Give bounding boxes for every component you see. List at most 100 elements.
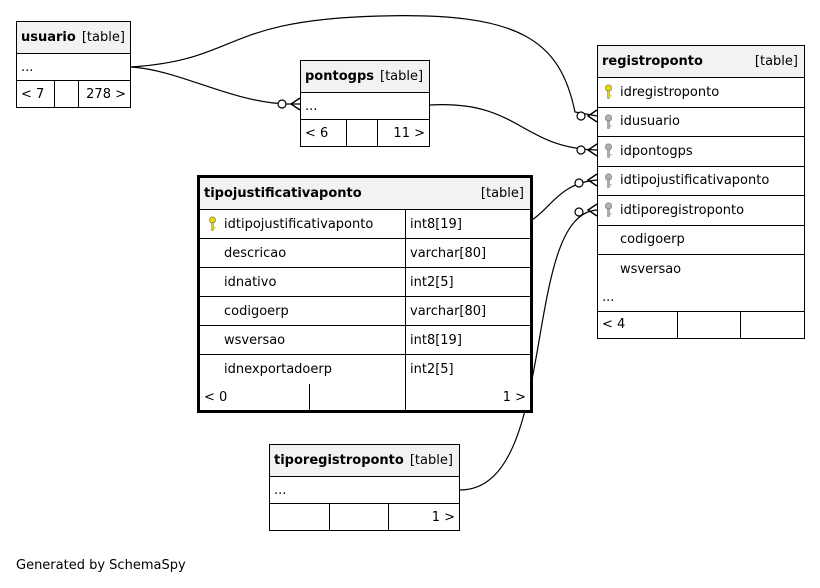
children-count[interactable]: 278 >	[78, 81, 130, 107]
footer-generated-by: Generated by SchemaSpy	[16, 558, 186, 573]
relation-pontogps-registroponto	[429, 104, 598, 151]
column-type: varchar[80]	[405, 239, 512, 267]
column-type: int8[19]	[405, 326, 512, 354]
column-name-cell: idnexportadoerp	[200, 355, 405, 384]
relations-row: < 6 11 >	[301, 120, 429, 146]
table-tag: [table]	[380, 69, 424, 84]
crowfoot-marker	[586, 109, 598, 123]
column-name: idtipojustificativaponto	[620, 173, 770, 189]
table-name: tiporegistroponto	[274, 453, 404, 468]
column-name: codigoerp	[620, 232, 685, 248]
relation-tiporegistroponto-registroponto	[459, 209, 598, 491]
parents-count	[270, 504, 329, 530]
crowfoot-marker	[586, 173, 598, 187]
table-pontogps[interactable]: pontogps [table] ... < 6 11 >	[300, 60, 430, 147]
column-name: wsversao	[620, 262, 682, 278]
relations-mid	[54, 81, 78, 107]
column-row[interactable]: codigoerp	[598, 226, 804, 255]
children-count[interactable]: 11 >	[377, 120, 429, 146]
column-type: int2[5]	[405, 268, 512, 296]
column-row[interactable]: descricao varchar[80]	[200, 239, 530, 268]
column-name: idnativo	[224, 274, 277, 290]
column-name: idregistroponto	[620, 84, 720, 100]
table-tipojustificativaponto[interactable]: tipojustificativaponto [table] idtipojus…	[197, 175, 533, 413]
relations-mid	[309, 384, 405, 410]
table-header: tiporegistroponto [table]	[270, 445, 459, 477]
column-row[interactable]: idtipojustificativaponto int8[19]	[200, 210, 530, 239]
column-row[interactable]: idusuario	[598, 108, 804, 137]
zero-marker	[277, 99, 287, 109]
table-tag: [table]	[754, 54, 798, 69]
column-name: idtiporegistroponto	[620, 202, 745, 218]
zero-marker	[576, 145, 586, 155]
relations-mid	[329, 504, 388, 530]
column-row[interactable]: idtipojustificativaponto	[598, 167, 804, 196]
table-header: pontogps [table]	[301, 61, 429, 93]
relations-mid	[677, 311, 740, 338]
table-header: registroponto [table]	[598, 46, 804, 78]
column-row[interactable]: idtiporegistroponto	[598, 196, 804, 226]
crowfoot-marker	[586, 203, 598, 217]
column-name-cell: codigoerp	[200, 297, 405, 325]
foreign-key-icon	[600, 173, 616, 189]
more-columns-text: ...	[274, 482, 287, 498]
children-count[interactable]: 1 >	[405, 384, 530, 410]
table-tag: [table]	[81, 30, 125, 45]
table-name: pontogps	[305, 69, 374, 84]
foreign-key-icon	[600, 114, 616, 130]
crowfoot-marker	[289, 97, 301, 111]
relations-mid	[346, 120, 377, 146]
column-name: descricao	[224, 245, 287, 261]
children-count[interactable]: 1 >	[388, 504, 459, 530]
more-columns-text: ...	[602, 290, 615, 305]
relations-row: 1 >	[270, 504, 459, 530]
column-name-cell: wsversao	[200, 326, 405, 354]
more-columns-row: ...	[17, 54, 130, 81]
table-registroponto[interactable]: registroponto [table] idregistroponto idu…	[597, 45, 805, 339]
table-name: registroponto	[602, 54, 703, 69]
table-tag: [table]	[409, 453, 453, 468]
primary-key-icon	[204, 216, 220, 232]
zero-marker	[574, 207, 584, 217]
table-name: tipojustificativaponto	[204, 186, 362, 201]
column-name: idtipojustificativaponto	[224, 216, 374, 232]
more-columns-row: ...	[598, 285, 804, 312]
relation-usuario-pontogps	[130, 66, 300, 105]
column-row[interactable]: codigoerp varchar[80]	[200, 297, 530, 326]
more-columns-row: ...	[270, 477, 459, 504]
column-row[interactable]: wsversao int8[19]	[200, 326, 530, 355]
relations-row: < 0 1 >	[200, 384, 530, 410]
parents-count[interactable]: < 7	[21, 86, 45, 102]
column-name: codigoerp	[224, 303, 289, 319]
column-name: wsversao	[224, 332, 286, 348]
column-row[interactable]: idnativo int2[5]	[200, 268, 530, 297]
column-name-cell: idtipojustificativaponto	[200, 210, 405, 238]
parents-count[interactable]: < 4	[602, 317, 626, 332]
zero-marker	[576, 111, 586, 121]
crowfoot-marker	[586, 143, 598, 157]
table-name: usuario	[21, 30, 76, 45]
more-columns-text: ...	[305, 98, 318, 114]
column-row[interactable]: idpontogps	[598, 137, 804, 167]
table-usuario[interactable]: usuario [table] ... < 7 278 >	[16, 21, 131, 108]
table-header: usuario [table]	[17, 22, 130, 54]
parents-count: < 0	[204, 389, 228, 405]
column-name: idpontogps	[620, 143, 693, 159]
column-name-cell: descricao	[200, 239, 405, 267]
parents-count[interactable]: < 6	[305, 125, 329, 141]
table-header: tipojustificativaponto [table]	[200, 178, 530, 210]
column-row[interactable]: idregistroponto	[598, 78, 804, 108]
children-count	[740, 311, 804, 338]
relations-row: < 7 278 >	[17, 81, 130, 107]
column-type: int8[19]	[405, 210, 512, 238]
column-type: varchar[80]	[405, 297, 512, 325]
more-columns-text: ...	[21, 59, 34, 75]
column-row[interactable]: wsversao	[598, 255, 804, 285]
column-type: int2[5]	[405, 355, 512, 384]
table-tiporegistroponto[interactable]: tiporegistroponto [table] ... 1 >	[269, 444, 460, 531]
zero-marker	[574, 178, 584, 188]
column-name-cell: idnativo	[200, 268, 405, 296]
column-name: idusuario	[620, 114, 680, 130]
